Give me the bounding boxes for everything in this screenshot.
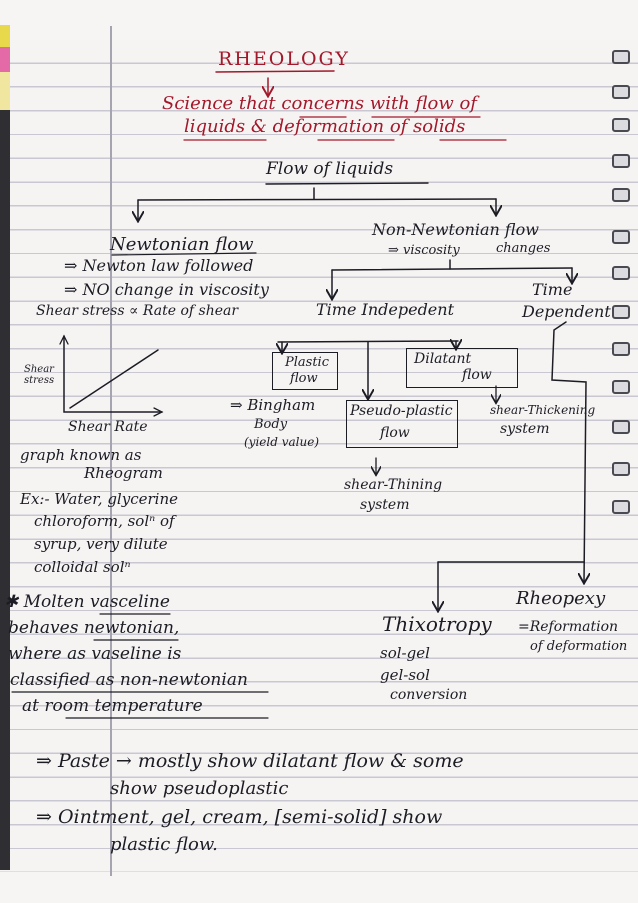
example-line-1: Ex:- Water, glycerine	[20, 490, 178, 508]
rheogram-note-1: graph known as	[20, 446, 142, 464]
pink-tab	[0, 47, 10, 72]
newtonian-underline	[111, 252, 257, 256]
binder-ring-icon	[612, 500, 630, 514]
vaseline-line-5: at room temperature	[22, 696, 203, 716]
page-top-margin	[0, 0, 638, 40]
shear-thinning-label-1: shear-Thining	[344, 477, 443, 493]
shear-thinning-label-2: system	[360, 497, 410, 513]
page-bottom-margin	[0, 872, 638, 903]
margin-line	[110, 26, 112, 876]
pseudo-plastic-label-2: flow	[380, 425, 410, 441]
binder-ring-icon	[612, 420, 630, 434]
non-newtonian-heading: Non-Newtonian flow	[372, 220, 539, 239]
time-independent-label: Time Indepedent	[316, 300, 455, 319]
binder-ring-icon	[612, 462, 630, 476]
definition-line-1: Science that concerns with flow of	[162, 93, 477, 114]
binder-ring-icon	[612, 305, 630, 319]
graph-x-arrow	[153, 407, 164, 417]
binder-ring-icon	[612, 118, 630, 132]
ointment-note-line-2: plastic flow.	[110, 834, 218, 855]
graph-line	[69, 349, 159, 409]
binder-ring-icon	[612, 188, 630, 202]
paste-note-line-1: ⇒ Paste → mostly show dilatant flow & so…	[36, 750, 464, 772]
bingham-line-2: Body	[254, 417, 288, 432]
sol-gel-line-2: gel-sol	[380, 666, 430, 684]
yellow-tab	[0, 25, 10, 47]
page-title: RHEOLOGY	[218, 48, 350, 70]
dilatant-flow-label-2: flow	[462, 367, 492, 383]
plastic-flow-label-2: flow	[290, 371, 318, 386]
newtonian-law: Shear stress ∝ Rate of shear	[36, 303, 239, 319]
non-newtonian-sub-2: changes	[496, 241, 551, 256]
binder-ring-icon	[612, 380, 630, 394]
title-underline	[215, 70, 335, 73]
time-dependent-label-1: Time	[532, 280, 573, 299]
dilatant-flow-label-1: Dilatant	[414, 351, 472, 367]
vaseline-line-2: behaves newtonian,	[8, 618, 180, 638]
non-newtonian-split	[331, 267, 573, 271]
binder-ring-icon	[612, 230, 630, 244]
non-newtonian-sub-1: ⇒ viscosity	[388, 243, 460, 258]
newtonian-point-2: ⇒ NO change in viscosity	[64, 280, 269, 299]
shear-thickening-label-2: system	[500, 421, 550, 437]
binder-ring-icon	[612, 50, 630, 64]
sol-gel-line-3: conversion	[390, 687, 468, 703]
shear-thickening-label-1: shear-Thickening	[490, 403, 596, 417]
vaseline-line-4: classified as non-newtonian	[10, 670, 248, 690]
rheopexy-label: Rheopexy	[516, 588, 606, 609]
binder-ring-icon	[612, 266, 630, 280]
time-dependent-label-2: Dependent	[522, 302, 611, 321]
bingham-line-1: ⇒ Bingham	[230, 396, 316, 414]
reformation-line-1: =Reformation	[518, 619, 619, 635]
flow-heading-underline	[265, 182, 429, 185]
dilatant-flow-box	[406, 348, 518, 388]
thixotropy-label: Thixotropy	[382, 612, 492, 636]
sol-gel-line-1: sol-gel	[380, 644, 430, 662]
bingham-line-3: (yield value)	[244, 435, 320, 449]
flow-of-liquids-heading: Flow of liquids	[266, 159, 394, 179]
binder-ring-icon	[612, 342, 630, 356]
plastic-flow-box	[272, 352, 338, 390]
ointment-note-line-1: ⇒ Ointment, gel, cream, [semi-solid] sho…	[36, 806, 443, 828]
dark-tab	[0, 110, 10, 870]
graph-y-arrow	[59, 334, 69, 345]
example-line-4: colloidal solⁿ	[34, 558, 131, 576]
rheogram-note-2: Rheogram	[84, 464, 163, 482]
binder-ring-icon	[612, 85, 630, 99]
time-dependent-stem	[551, 321, 586, 582]
example-line-3: syrup, very dilute	[34, 535, 168, 553]
vaseline-line-3: where as vaseline is	[8, 644, 182, 664]
pseudo-plastic-box	[346, 400, 458, 448]
reformation-line-2: of deformation	[530, 639, 628, 654]
newtonian-heading: Newtonian flow	[110, 234, 254, 255]
graph-axes	[63, 335, 163, 413]
flow-split-line	[137, 198, 497, 201]
definition-line-2: liquids & deformation of solids	[184, 116, 466, 137]
yellow-tab	[0, 72, 10, 110]
example-line-2: chloroform, solⁿ of	[34, 512, 175, 530]
graph-x-axis-label: Shear Rate	[68, 419, 148, 435]
paste-note-line-2: show pseudoplastic	[110, 778, 289, 799]
newtonian-point-1: ⇒ Newton law followed	[64, 256, 254, 275]
vaseline-line-1: ✱ Molten vasceline	[4, 592, 170, 612]
plastic-flow-label-1: Plastic	[285, 355, 329, 370]
pseudo-plastic-label-1: Pseudo-plastic	[350, 403, 453, 419]
binder-ring-icon	[612, 154, 630, 168]
graph-y-axis-label: Shear stress	[24, 364, 55, 386]
